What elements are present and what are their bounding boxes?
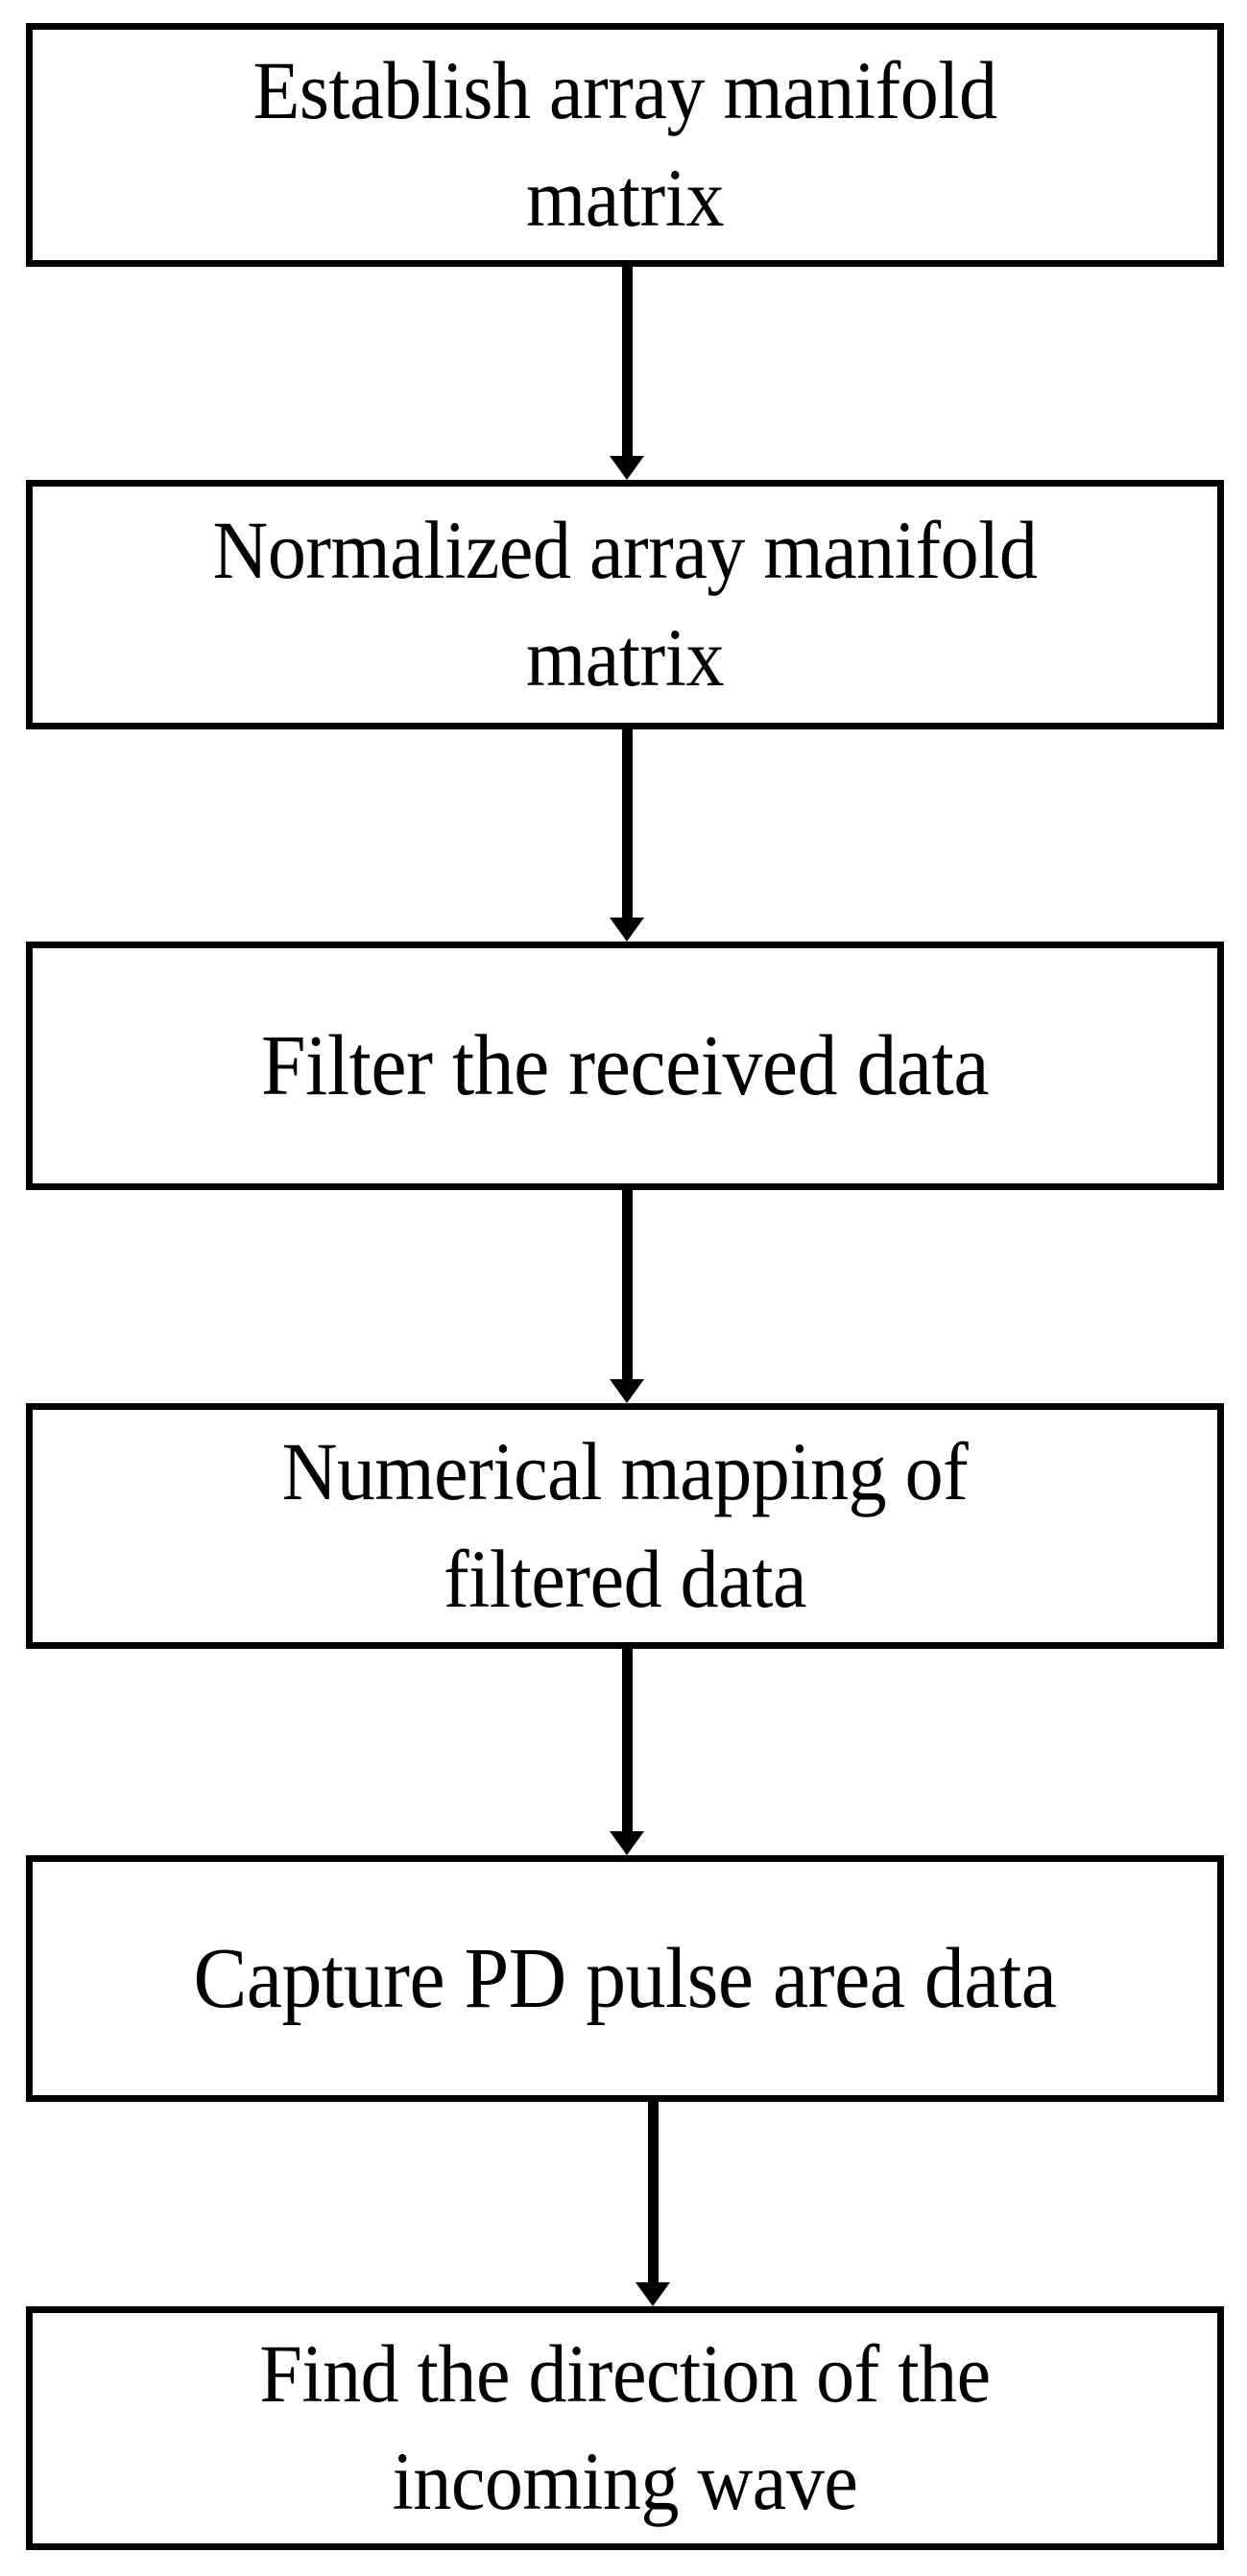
flow-arrow-node4-to-node5 [588,1649,665,1855]
flow-node-label: Normalized array manifold matrix [212,504,1038,704]
flow-node-label: Numerical mapping of filtered data [281,1425,969,1625]
flow-node-numerical-mapping-of-filtered-data: Numerical mapping of filtered data [26,1403,1224,1649]
flow-node-establish-array-manifold-matrix: Establish array manifold matrix [26,23,1224,267]
flow-node-find-the-direction-of-the-incoming-wave: Find the direction of the incoming wave [26,2306,1224,2550]
flow-node-label: Filter the received data [260,1017,990,1113]
flow-node-label: Establish array manifold matrix [252,44,997,244]
flow-arrow-node5-to-node6 [614,2102,691,2306]
flow-node-capture-pd-pulse-area-data: Capture PD pulse area data [26,1855,1224,2102]
flow-arrow-node1-to-node2 [588,267,665,480]
flow-node-normalized-array-manifold-matrix: Normalized array manifold matrix [26,480,1224,729]
flow-node-label: Find the direction of the incoming wave [259,2327,991,2527]
flow-arrow-node2-to-node3 [588,729,665,942]
flow-arrow-node3-to-node4 [588,1190,665,1403]
flow-node-label: Capture PD pulse area data [193,1930,1057,2026]
flow-node-filter-the-received-data: Filter the received data [26,942,1224,1190]
